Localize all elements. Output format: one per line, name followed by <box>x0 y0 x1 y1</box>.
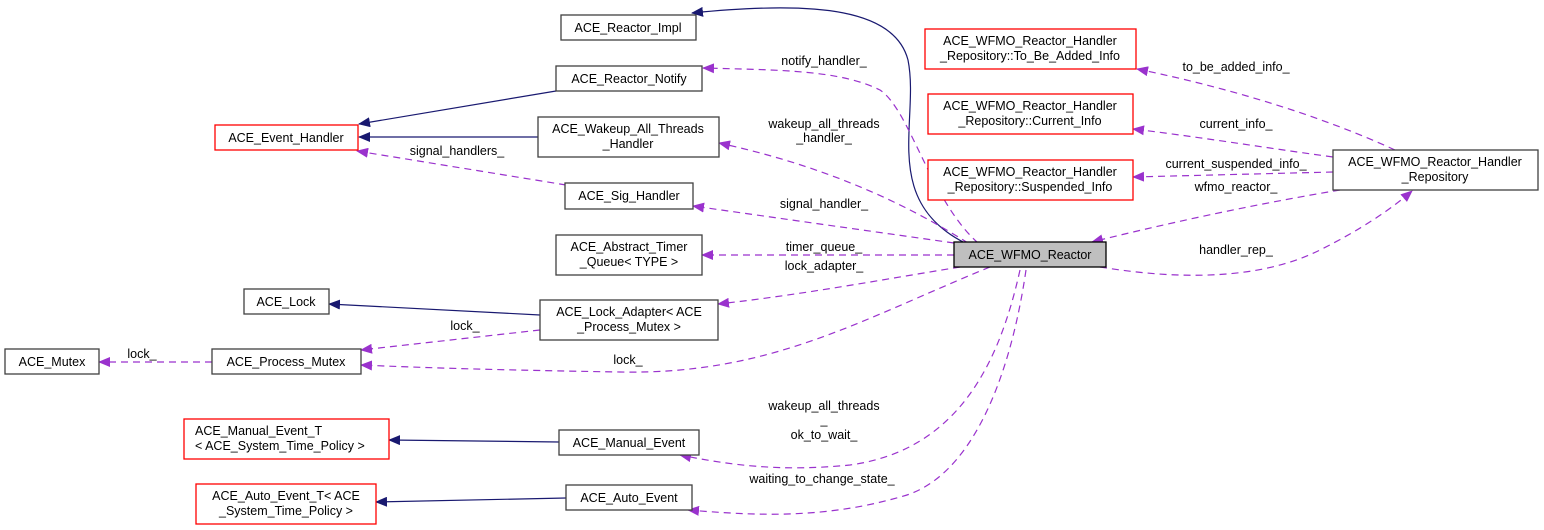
node-ace-reactor-impl[interactable]: ACE_Reactor_Impl <box>560 14 697 41</box>
node-label: ACE_Sig_Handler <box>578 189 679 203</box>
edge-handler-rep <box>1099 190 1413 276</box>
node-label: ACE_Reactor_Notify <box>571 72 687 86</box>
usage-edges <box>98 63 1413 516</box>
node-to-be-added-info[interactable]: ACE_WFMO_Reactor_Handler _Repository::To… <box>924 28 1137 70</box>
label-reactor-lock: lock_ <box>613 353 643 367</box>
node-label-line-2: _Process_Mutex > <box>576 320 681 334</box>
edge-reactor-impl <box>691 6 966 244</box>
edge-lock-adapter-lock <box>360 329 541 354</box>
node-ace-reactor-notify[interactable]: ACE_Reactor_Notify <box>555 65 703 92</box>
node-label: ACE_Auto_Event <box>580 491 678 505</box>
node-handler-repository[interactable]: ACE_WFMO_Reactor_Handler _Repository <box>1332 149 1539 191</box>
node-label-line-1: ACE_WFMO_Reactor_Handler <box>1348 155 1522 169</box>
node-label-line-1: ACE_WFMO_Reactor_Handler <box>943 99 1117 113</box>
node-label-line-2: < ACE_System_Time_Policy > <box>195 439 365 453</box>
edge-reactor-notify-to-event-handler <box>358 90 557 128</box>
edge-wfmo-reactor <box>1091 189 1341 245</box>
node-ace-manual-event-t[interactable]: ACE_Manual_Event_T < ACE_System_Time_Pol… <box>183 418 390 460</box>
node-label-line-1: ACE_Auto_Event_T< ACE <box>212 489 360 503</box>
node-ace-auto-event[interactable]: ACE_Auto_Event <box>565 484 693 511</box>
label-lock-adapter-lock: lock_ <box>450 319 480 333</box>
label-current-suspended-info: current_suspended_info_ <box>1165 157 1307 171</box>
node-label-line-2: _Repository::To_Be_Added_Info <box>939 49 1120 63</box>
node-label-line-1: ACE_WFMO_Reactor_Handler <box>943 165 1117 179</box>
node-label-line-1: ACE_Manual_Event_T <box>195 424 323 438</box>
label-timer-queue: timer_queue_ <box>786 240 863 254</box>
label-mutex-lock: lock_ <box>127 347 157 361</box>
node-ace-process-mutex[interactable]: ACE_Process_Mutex <box>211 348 362 375</box>
node-current-info[interactable]: ACE_WFMO_Reactor_Handler _Repository::Cu… <box>927 93 1134 135</box>
inheritance-edges <box>328 6 966 507</box>
node-label: ACE_Manual_Event <box>573 436 686 450</box>
edge-waiting-to-change-state <box>687 269 1027 516</box>
edge-to-be-added-info <box>1136 66 1396 151</box>
edge-wakeup-handler <box>718 140 969 244</box>
edge-current-suspended-info <box>1132 171 1334 182</box>
label-ok-to-wait-2: _ <box>820 413 829 427</box>
edge-ok-to-wait <box>679 269 1021 469</box>
node-label: ACE_Reactor_Impl <box>575 21 682 35</box>
node-label-line-2: _Handler <box>602 137 654 151</box>
node-label-line-2: _Repository <box>1401 170 1469 184</box>
label-to-be-added-info: to_be_added_info_ <box>1182 60 1290 74</box>
node-label-line-1: ACE_WFMO_Reactor_Handler <box>943 34 1117 48</box>
label-wakeup-handler-2: _handler_ <box>795 131 853 145</box>
node-ace-wakeup-all-threads-handler[interactable]: ACE_Wakeup_All_Threads _Handler <box>537 116 720 158</box>
node-ace-sig-handler[interactable]: ACE_Sig_Handler <box>564 182 694 210</box>
node-label: ACE_Event_Handler <box>228 131 343 145</box>
node-ace-lock[interactable]: ACE_Lock <box>243 288 330 315</box>
label-waiting-to-change-state: waiting_to_change_state_ <box>748 472 895 486</box>
node-label: ACE_WFMO_Reactor <box>969 248 1092 262</box>
node-label-line-2: _Queue< TYPE > <box>579 255 678 269</box>
edge-lock-adapter-to-lock <box>328 299 541 316</box>
label-notify-handler: notify_handler_ <box>781 54 868 68</box>
node-ace-abstract-timer-queue[interactable]: ACE_Abstract_Timer _Queue< TYPE > <box>555 234 703 276</box>
label-current-info: current_info_ <box>1200 117 1274 131</box>
node-label: ACE_Process_Mutex <box>227 355 347 369</box>
label-wfmo-reactor: wfmo_reactor_ <box>1194 180 1279 194</box>
node-label: ACE_Mutex <box>19 355 86 369</box>
edge-labels: notify_handler_ wakeup_all_threads _hand… <box>127 54 1307 486</box>
node-label: ACE_Lock <box>256 295 316 309</box>
node-label-line-1: ACE_Lock_Adapter< ACE <box>556 305 702 319</box>
node-ace-event-handler[interactable]: ACE_Event_Handler <box>214 124 359 151</box>
nodes: ACE_WFMO_Reactor ACE_Reactor_Impl ACE_Re… <box>4 14 1539 525</box>
node-suspended-info[interactable]: ACE_WFMO_Reactor_Handler _Repository::Su… <box>927 159 1134 201</box>
node-ace-auto-event-t[interactable]: ACE_Auto_Event_T< ACE _System_Time_Polic… <box>195 483 377 525</box>
label-signal-handler: signal_handler_ <box>780 197 869 211</box>
edge-lock-adapter <box>717 266 961 308</box>
node-ace-lock-adapter[interactable]: ACE_Lock_Adapter< ACE _Process_Mutex > <box>539 299 719 341</box>
label-wakeup-handler-1: wakeup_all_threads <box>767 117 879 131</box>
node-ace-wfmo-reactor[interactable]: ACE_WFMO_Reactor <box>953 241 1107 268</box>
edge-signal-handler <box>692 202 955 244</box>
label-signal-handlers: signal_handlers_ <box>410 144 506 158</box>
label-ok-to-wait-1: wakeup_all_threads <box>767 399 879 413</box>
node-label-line-1: ACE_Abstract_Timer <box>571 240 688 254</box>
label-ok-to-wait-3: ok_to_wait_ <box>791 428 859 442</box>
edge-manual-event-to-base <box>388 435 560 446</box>
label-handler-rep: handler_rep_ <box>1199 243 1274 257</box>
node-ace-manual-event[interactable]: ACE_Manual_Event <box>558 429 700 456</box>
edge-current-info <box>1132 125 1334 158</box>
edge-auto-event-to-base <box>375 496 567 507</box>
edge-reactor-lock <box>360 266 991 373</box>
node-label-line-2: _System_Time_Policy > <box>218 504 353 518</box>
node-ace-mutex[interactable]: ACE_Mutex <box>4 348 100 375</box>
label-lock-adapter: lock_adapter_ <box>785 259 865 273</box>
node-label-line-2: _Repository::Suspended_Info <box>947 180 1113 194</box>
node-label-line-2: _Repository::Current_Info <box>957 114 1101 128</box>
node-label-line-1: ACE_Wakeup_All_Threads <box>552 122 704 136</box>
